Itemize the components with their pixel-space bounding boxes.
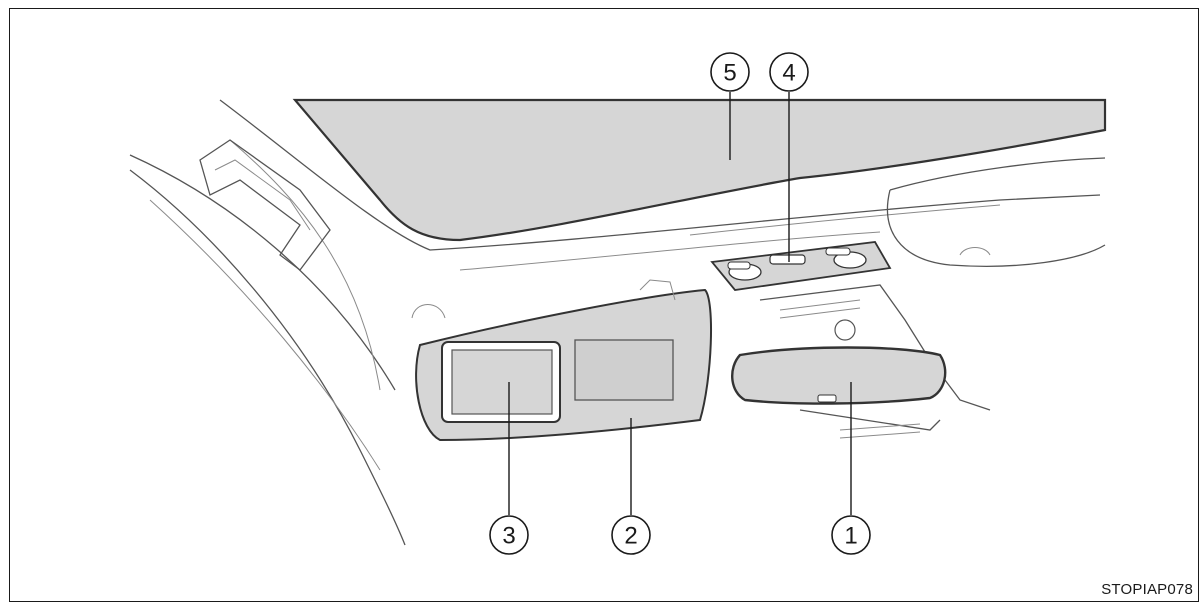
overhead-console <box>710 241 892 291</box>
callout-1: 1 <box>831 515 871 555</box>
callout-5: 5 <box>710 52 750 92</box>
a-pillar <box>129 154 406 546</box>
mirror-mount <box>759 284 991 439</box>
callout-label-2: 2 <box>624 523 637 550</box>
callout-2: 2 <box>611 515 651 555</box>
figure-code: STOPIAP078 <box>1101 581 1193 598</box>
right-rear-trim <box>886 157 1106 267</box>
moon-roof <box>292 98 1107 242</box>
callout-label-3: 3 <box>502 523 515 550</box>
rear-view-mirror <box>731 346 947 405</box>
headliner <box>219 99 1101 391</box>
callout-label-4: 4 <box>782 60 795 87</box>
callout-4: 4 <box>769 52 809 92</box>
grab-handle <box>199 139 331 271</box>
callout-label-5: 5 <box>723 60 736 87</box>
callout-3: 3 <box>489 515 529 555</box>
callout-label-1: 1 <box>844 523 857 550</box>
vanity-mirror <box>441 341 561 423</box>
